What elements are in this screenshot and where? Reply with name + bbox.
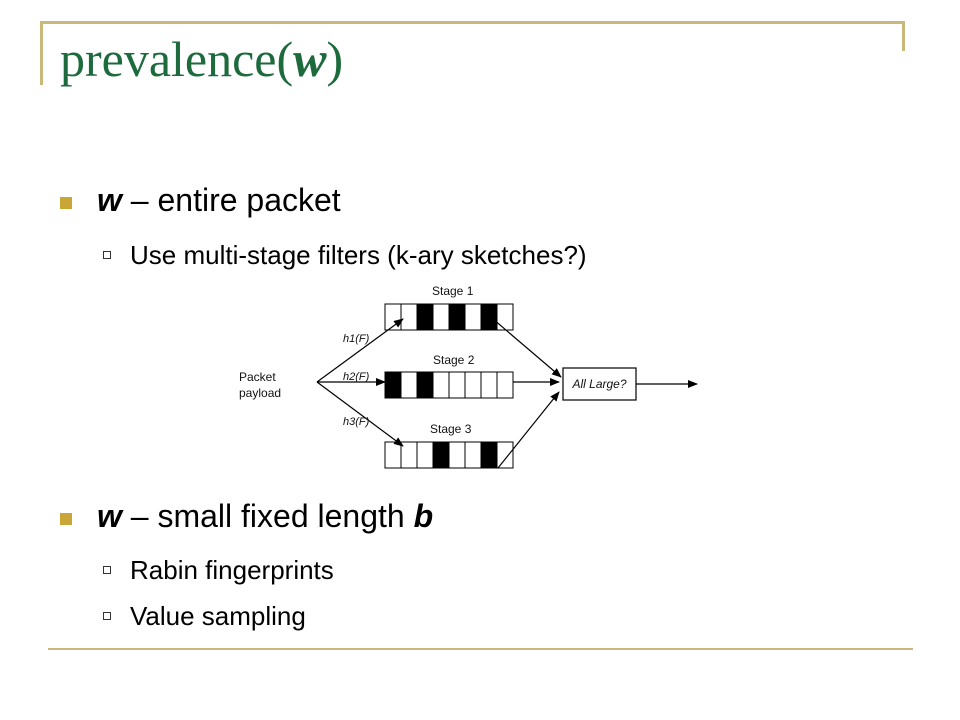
arrow-input-to-stage-1 xyxy=(316,318,404,383)
title-prefix: prevalence( xyxy=(60,31,294,87)
stage-3-cell-7-filled xyxy=(480,441,498,469)
bullet-text: – entire packet xyxy=(121,182,341,218)
title-suffix: ) xyxy=(326,31,344,87)
stage-1-cell-2-empty xyxy=(400,303,418,331)
stage-3-cell-2-empty xyxy=(400,441,418,469)
stage-1-cell-5-filled xyxy=(448,303,466,331)
top-rule-left-vertical xyxy=(40,21,43,85)
stage-1-cell-6-empty xyxy=(464,303,482,331)
stage-1-cell-8-empty xyxy=(496,303,514,331)
stage-1-cell-7-filled xyxy=(480,303,498,331)
stage-3-label: Stage 3 xyxy=(430,422,472,436)
hash-3-label: h3(F) xyxy=(343,416,370,428)
hash-1-label: h1(F) xyxy=(343,333,370,345)
sub-bullet-value-sampling: Value sampling xyxy=(103,601,306,632)
stage-2-cell-5-empty xyxy=(448,371,466,399)
stage-2-cells xyxy=(384,371,514,399)
title-variable: w xyxy=(293,31,327,87)
bottom-rule xyxy=(48,648,913,650)
stage-3-cells xyxy=(384,441,514,469)
arrow-stage-3-to-decision xyxy=(497,391,560,469)
packet-label: Packet xyxy=(239,370,276,384)
stage-1-cells xyxy=(384,303,514,331)
stage-1-cell-3-filled xyxy=(416,303,434,331)
stage-3-cell-4-filled xyxy=(432,441,450,469)
stage-1-cell-4-empty xyxy=(432,303,450,331)
bullet-text: – small fixed length xyxy=(121,498,414,534)
stage-3-group: Stage 3 xyxy=(384,422,514,469)
stage-3-cell-5-empty xyxy=(448,441,466,469)
sub-bullet-text: Rabin fingerprints xyxy=(130,555,334,585)
bullet-variable: w xyxy=(97,182,122,218)
stage-2-cell-1-filled xyxy=(384,371,402,399)
stage-2-group: Stage 2 xyxy=(384,353,514,399)
stage-2-cell-4-empty xyxy=(432,371,450,399)
stage-1-label: Stage 1 xyxy=(432,284,474,298)
slide-title: prevalence(w) xyxy=(60,30,343,88)
arrow-stage-1-to-decision xyxy=(492,318,562,378)
stage-2-label: Stage 2 xyxy=(433,353,475,367)
multistage-filter-diagram: Packet payload Stage 1 Stage 2 Stage 3 h… xyxy=(239,284,698,469)
bullet-square-icon xyxy=(60,513,72,525)
stage-2-cell-2-empty xyxy=(400,371,418,399)
sub-bullet-rabin-fingerprints: Rabin fingerprints xyxy=(103,555,334,586)
decision-label: All Large? xyxy=(571,377,626,391)
sub-bullet-box-icon xyxy=(103,612,111,620)
stage-3-cell-1-empty xyxy=(384,441,402,469)
stage-3-cell-3-empty xyxy=(416,441,434,469)
sub-bullet-box-icon xyxy=(103,566,111,574)
sub-bullet-text: Use multi-stage filters (k-ary sketches?… xyxy=(130,240,587,270)
payload-label: payload xyxy=(239,386,281,400)
sub-bullet-text: Value sampling xyxy=(130,601,306,631)
top-rule-horizontal xyxy=(40,21,905,24)
stage-2-cell-6-empty xyxy=(464,371,482,399)
stage-2-cell-8-empty xyxy=(496,371,514,399)
bullet-small-fixed-length: w – small fixed length b xyxy=(60,498,434,535)
top-rule-right-vertical xyxy=(902,21,905,51)
bullet-trailing-variable: b xyxy=(413,498,434,534)
stage-3-cell-6-empty xyxy=(464,441,482,469)
sub-bullet-box-icon xyxy=(103,251,111,259)
stage-2-cell-7-empty xyxy=(480,371,498,399)
arrow-input-to-stage-3 xyxy=(316,381,404,447)
stage-2-cell-3-filled xyxy=(416,371,434,399)
stage-1-group: Stage 1 xyxy=(384,284,514,331)
sub-bullet-multistage-filters: Use multi-stage filters (k-ary sketches?… xyxy=(103,240,587,271)
decision-box xyxy=(562,367,637,401)
bullet-variable: w xyxy=(97,498,122,534)
bullet-square-icon xyxy=(60,197,72,209)
hash-2-label: h2(F) xyxy=(343,371,370,383)
stage-3-cell-8-empty xyxy=(496,441,514,469)
bullet-entire-packet: w – entire packet xyxy=(60,182,341,219)
